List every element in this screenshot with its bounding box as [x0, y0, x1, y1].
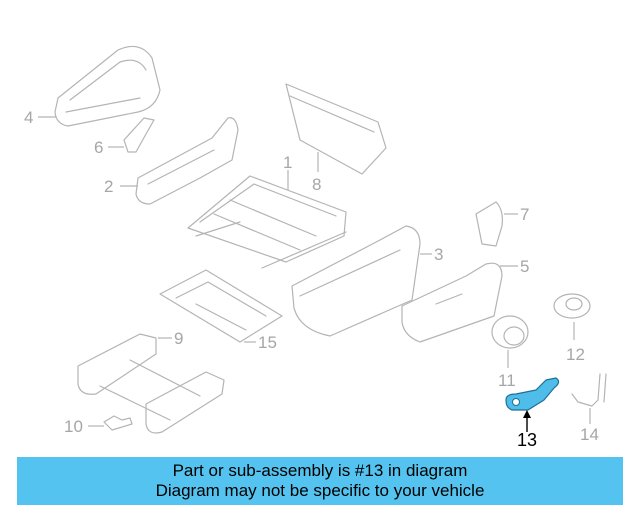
callout-12: 12 [566, 345, 585, 364]
part-11-adjuster[interactable] [491, 315, 529, 349]
part-12-bushing[interactable] [553, 293, 591, 319]
callout-10: 10 [64, 417, 83, 436]
callout-14: 14 [580, 425, 599, 444]
callout-15: 15 [258, 333, 277, 352]
callout-9: 9 [174, 329, 183, 348]
callout-1: 1 [283, 153, 292, 172]
part-7-trim[interactable] [475, 201, 503, 247]
part-5-inner-shield[interactable] [401, 262, 503, 343]
part-1-seat-frame[interactable] [187, 175, 347, 269]
part-15-support-net[interactable] [159, 269, 283, 343]
part-9-seat-track[interactable] [77, 333, 225, 434]
part-10-clip[interactable] [103, 415, 133, 431]
part-8-panel[interactable] [285, 83, 387, 175]
callout-4: 4 [24, 108, 33, 127]
callout-2: 2 [104, 177, 113, 196]
callout-11: 11 [498, 371, 516, 390]
part-13-bracket[interactable] [505, 377, 560, 411]
part-6-bracket[interactable] [123, 117, 155, 153]
part-4-seatback-cover[interactable] [54, 45, 161, 127]
callout-8: 8 [312, 175, 321, 194]
callout-3: 3 [434, 245, 443, 264]
info-banner: Part or sub-assembly is #13 in diagram D… [17, 457, 623, 505]
callout-13: 13 [517, 430, 537, 450]
part-3-cushion-shield[interactable] [291, 225, 421, 337]
parts-diagram: 4 6 2 8 1 7 3 5 [24, 45, 607, 450]
callout-6: 6 [94, 138, 103, 157]
callout-7: 7 [520, 205, 529, 224]
callout-5: 5 [520, 257, 529, 276]
banner-line-1: Part or sub-assembly is #13 in diagram [172, 461, 468, 480]
banner-line-2: Diagram may not be specific to your vehi… [155, 481, 485, 500]
part-14-strap[interactable] [571, 373, 607, 407]
part-2-side-shield[interactable] [135, 117, 239, 205]
